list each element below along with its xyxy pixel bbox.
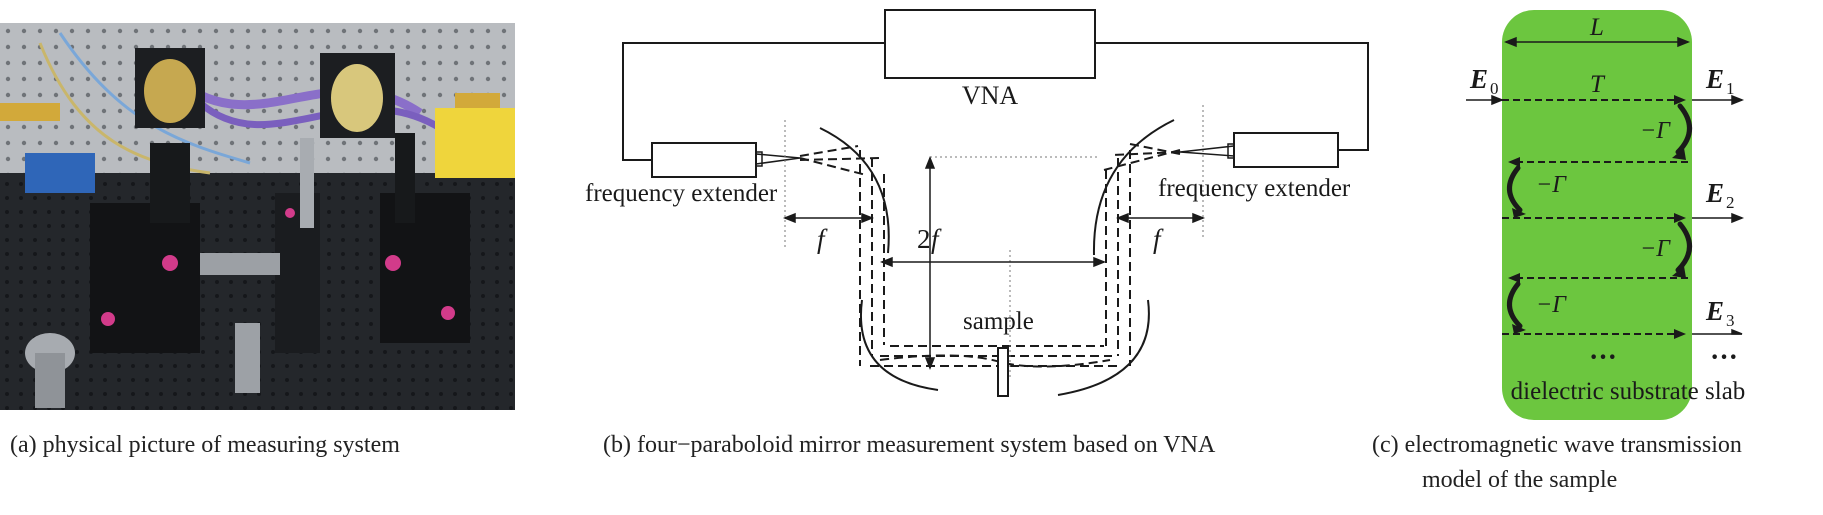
e0-subscript: 0 bbox=[1490, 79, 1499, 98]
measuring-system-photo bbox=[0, 23, 515, 410]
e1-subscript: 1 bbox=[1726, 79, 1735, 98]
e3-subscript: 3 bbox=[1726, 311, 1735, 330]
dielectric-slab bbox=[1502, 10, 1692, 420]
panel-c-caption-line2: model of the sample bbox=[1422, 467, 1618, 493]
panel-a-caption: (a) physical picture of measuring system bbox=[10, 432, 400, 458]
right-lower-mirror bbox=[1057, 299, 1150, 396]
e2-subscript: 2 bbox=[1726, 193, 1735, 212]
left-wire bbox=[622, 42, 885, 161]
e1-label: E bbox=[1705, 64, 1724, 94]
transmission-label: T bbox=[1590, 71, 1606, 98]
sample-plate bbox=[997, 347, 1009, 397]
sample-label: sample bbox=[963, 308, 1034, 335]
dimension-arrows bbox=[782, 155, 1206, 371]
right-extender-label: frequency extender bbox=[1158, 175, 1351, 202]
dots-inside: ··· bbox=[1589, 342, 1617, 373]
left-extender-label: frequency extender bbox=[585, 180, 778, 207]
two-f-number: 2 bbox=[917, 224, 931, 254]
dots-outside: ··· bbox=[1710, 342, 1738, 373]
gamma-label-4: −Γ bbox=[1536, 292, 1567, 318]
vna-box bbox=[884, 9, 1096, 79]
right-extender-box bbox=[1233, 132, 1339, 168]
guide-lines bbox=[784, 105, 1204, 380]
slab-label: dielectric substrate slab bbox=[1511, 378, 1746, 405]
slab-wave-paths bbox=[1502, 99, 1688, 335]
reflection-arrows bbox=[1507, 103, 1692, 329]
right-wire bbox=[1095, 42, 1369, 151]
gamma-label-1: −Γ bbox=[1640, 118, 1671, 144]
length-label: L bbox=[1589, 14, 1604, 41]
panel-c-caption-line1: (c) electromagnetic wave transmission bbox=[1372, 432, 1742, 458]
vna-label: VNA bbox=[962, 81, 1019, 110]
f-right-label: f bbox=[1153, 224, 1164, 254]
right-upper-mirror bbox=[1092, 119, 1175, 256]
left-extender-box bbox=[651, 142, 757, 178]
left-upper-mirror bbox=[819, 127, 890, 254]
panel-b-caption: (b) four−paraboloid mirror measurement s… bbox=[603, 432, 1216, 458]
left-lower-mirror bbox=[860, 299, 939, 391]
f-left-label: f bbox=[817, 224, 828, 254]
two-f-variable: f bbox=[931, 224, 942, 254]
gamma-label-2: −Γ bbox=[1536, 172, 1567, 198]
e0-label: E bbox=[1469, 64, 1488, 94]
e2-label: E bbox=[1705, 178, 1724, 208]
photo-illustration bbox=[0, 23, 515, 410]
right-horn bbox=[1179, 145, 1235, 157]
e3-label: E bbox=[1705, 296, 1724, 326]
gamma-label-3: −Γ bbox=[1640, 236, 1671, 262]
